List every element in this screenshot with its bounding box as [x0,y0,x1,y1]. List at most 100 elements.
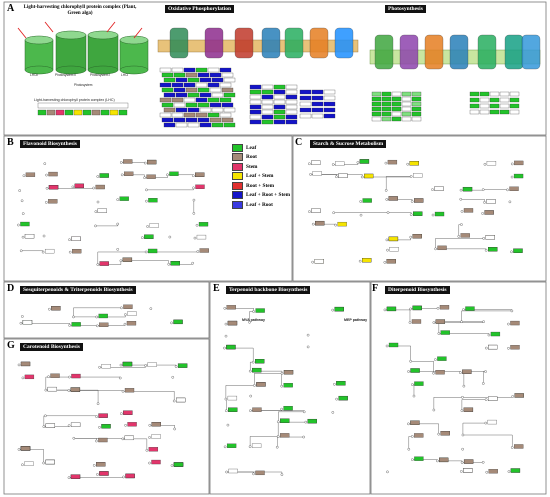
photosystem-complex [374,34,394,70]
starch-compound [308,210,311,213]
oxphos-gene-box [187,92,200,98]
terpenoid-gene-box [226,443,237,448]
photosynthesis-gene-box [391,106,402,112]
oxphos-gene-box [285,84,298,90]
terpenoid-compound [253,384,256,387]
carotenoid-compound [121,389,125,393]
oxphos-gene-box [163,92,176,98]
flavonoid-compound [20,199,24,203]
diterpenoid-gene-box [465,306,475,311]
flavonoid-gene-box [147,159,157,165]
legend-label: Stem [246,163,258,170]
photosynthesis-gene-box [489,109,500,115]
photosystem-label: Photosystem [74,83,93,87]
flavonoid-gene-box [196,234,207,240]
starch-compound [335,175,338,179]
terpenoid-gene-box [307,418,317,424]
oxphos-gene-box [221,87,234,93]
diterpenoid-compound [460,470,463,473]
mva-label: MVA pathway [242,318,265,322]
terpenoid-compound [248,445,252,448]
oxphos-gene-box [185,72,198,78]
starch-gene-box [413,211,423,216]
lhc-gene-box [37,102,129,109]
carotenoid-compound [148,424,152,427]
starch-compound [409,175,413,178]
sesquiterpenoid-gene-box [98,313,108,319]
starch-compound [431,213,435,217]
oxphos-gene-box [323,101,336,107]
diterpenoid-compound [484,370,487,373]
terpenoid-compound [280,407,283,411]
diterpenoid-compound [408,321,412,324]
oxphos-gene-box [285,114,298,120]
lhci-cylinder-top [119,35,149,45]
terpenoid-gene-box [227,395,238,401]
legend-label: Root [246,154,257,161]
oxphos-gene-box [183,67,196,73]
oxphos-complex [309,27,329,59]
oxphos-gene-box [195,112,208,118]
starch-gene-box [311,208,321,213]
terpenoid-gene-box [280,433,290,438]
flavonoid-compound [116,248,120,251]
terpenoid-compound [304,420,308,424]
diterpenoid-compound [484,398,488,401]
starch-gene-box [315,220,325,226]
starch-gene-box [388,196,398,201]
flavonoid-gene-box [99,173,109,178]
oxphos-gene-box [299,95,312,101]
legend-item: Leaf [232,143,296,153]
carotenoid-compound [21,463,24,467]
flavonoid-compound [68,250,72,254]
lhcii-label: LHCII [30,73,39,77]
sesquiterpenoid-title: Sesquiterpenoids & Triterpenoids Biosynt… [20,286,136,294]
lhc-gene-box [100,109,110,116]
legend-item: Stem [232,162,296,172]
starch-gene-box [361,258,372,263]
starch-gene-box [460,233,470,238]
starch-gene-box [312,171,322,176]
flavonoid-gene-box [20,221,30,227]
lhc-gene-box [118,109,128,116]
oxphos-gene-box [163,77,176,83]
photosynthesis-gene-box [371,91,382,97]
legend-label: Leaf + Root + Stem [246,192,290,199]
oxphos-title: Oxidative Phosphorylation [165,5,235,13]
diterpenoid-compound [432,371,435,375]
terpenoid-compound [302,435,305,439]
terpenoid-gene-box [255,308,265,313]
carotenoid-compound [120,412,123,415]
carotenoid-compound [174,365,178,368]
terpenoid-gene-box [256,382,266,387]
starch-gene-box [509,186,519,191]
carotenoid-compound [68,375,71,379]
oxphos-complex [334,27,354,59]
flavonoid-gene-box [48,199,58,204]
sesquiterpenoid-gene-box [71,322,81,327]
starch-gene-box [412,234,422,239]
flavonoid-compound [96,200,100,204]
oxphos-gene-box [175,92,188,98]
diterpenoid-compound [460,461,464,464]
light-arrow [17,27,27,39]
photosynthesis-gene-box [401,116,412,122]
terpenoid-compound [306,333,310,337]
diterpenoid-compound [484,421,488,425]
oxphos-gene-box [285,119,298,125]
oxphos-gene-box [175,122,188,128]
starch-gene-box [338,173,348,178]
oxphos-gene-box [171,67,184,73]
starch-gene-box [311,160,321,165]
starch-compound [386,248,389,252]
oxphos-gene-box [311,107,324,113]
oxphos-gene-box [261,84,274,90]
diterpenoid-gene-box [490,331,501,337]
legend-label: Leaf [246,144,257,151]
panel-a-frame [3,1,547,136]
starch-gene-box [514,160,524,166]
oxphos-gene-box [261,119,274,125]
oxphos-gene-box [311,89,324,95]
photosynthesis-gene-box [401,106,412,112]
lhc-gene-box [37,109,47,116]
